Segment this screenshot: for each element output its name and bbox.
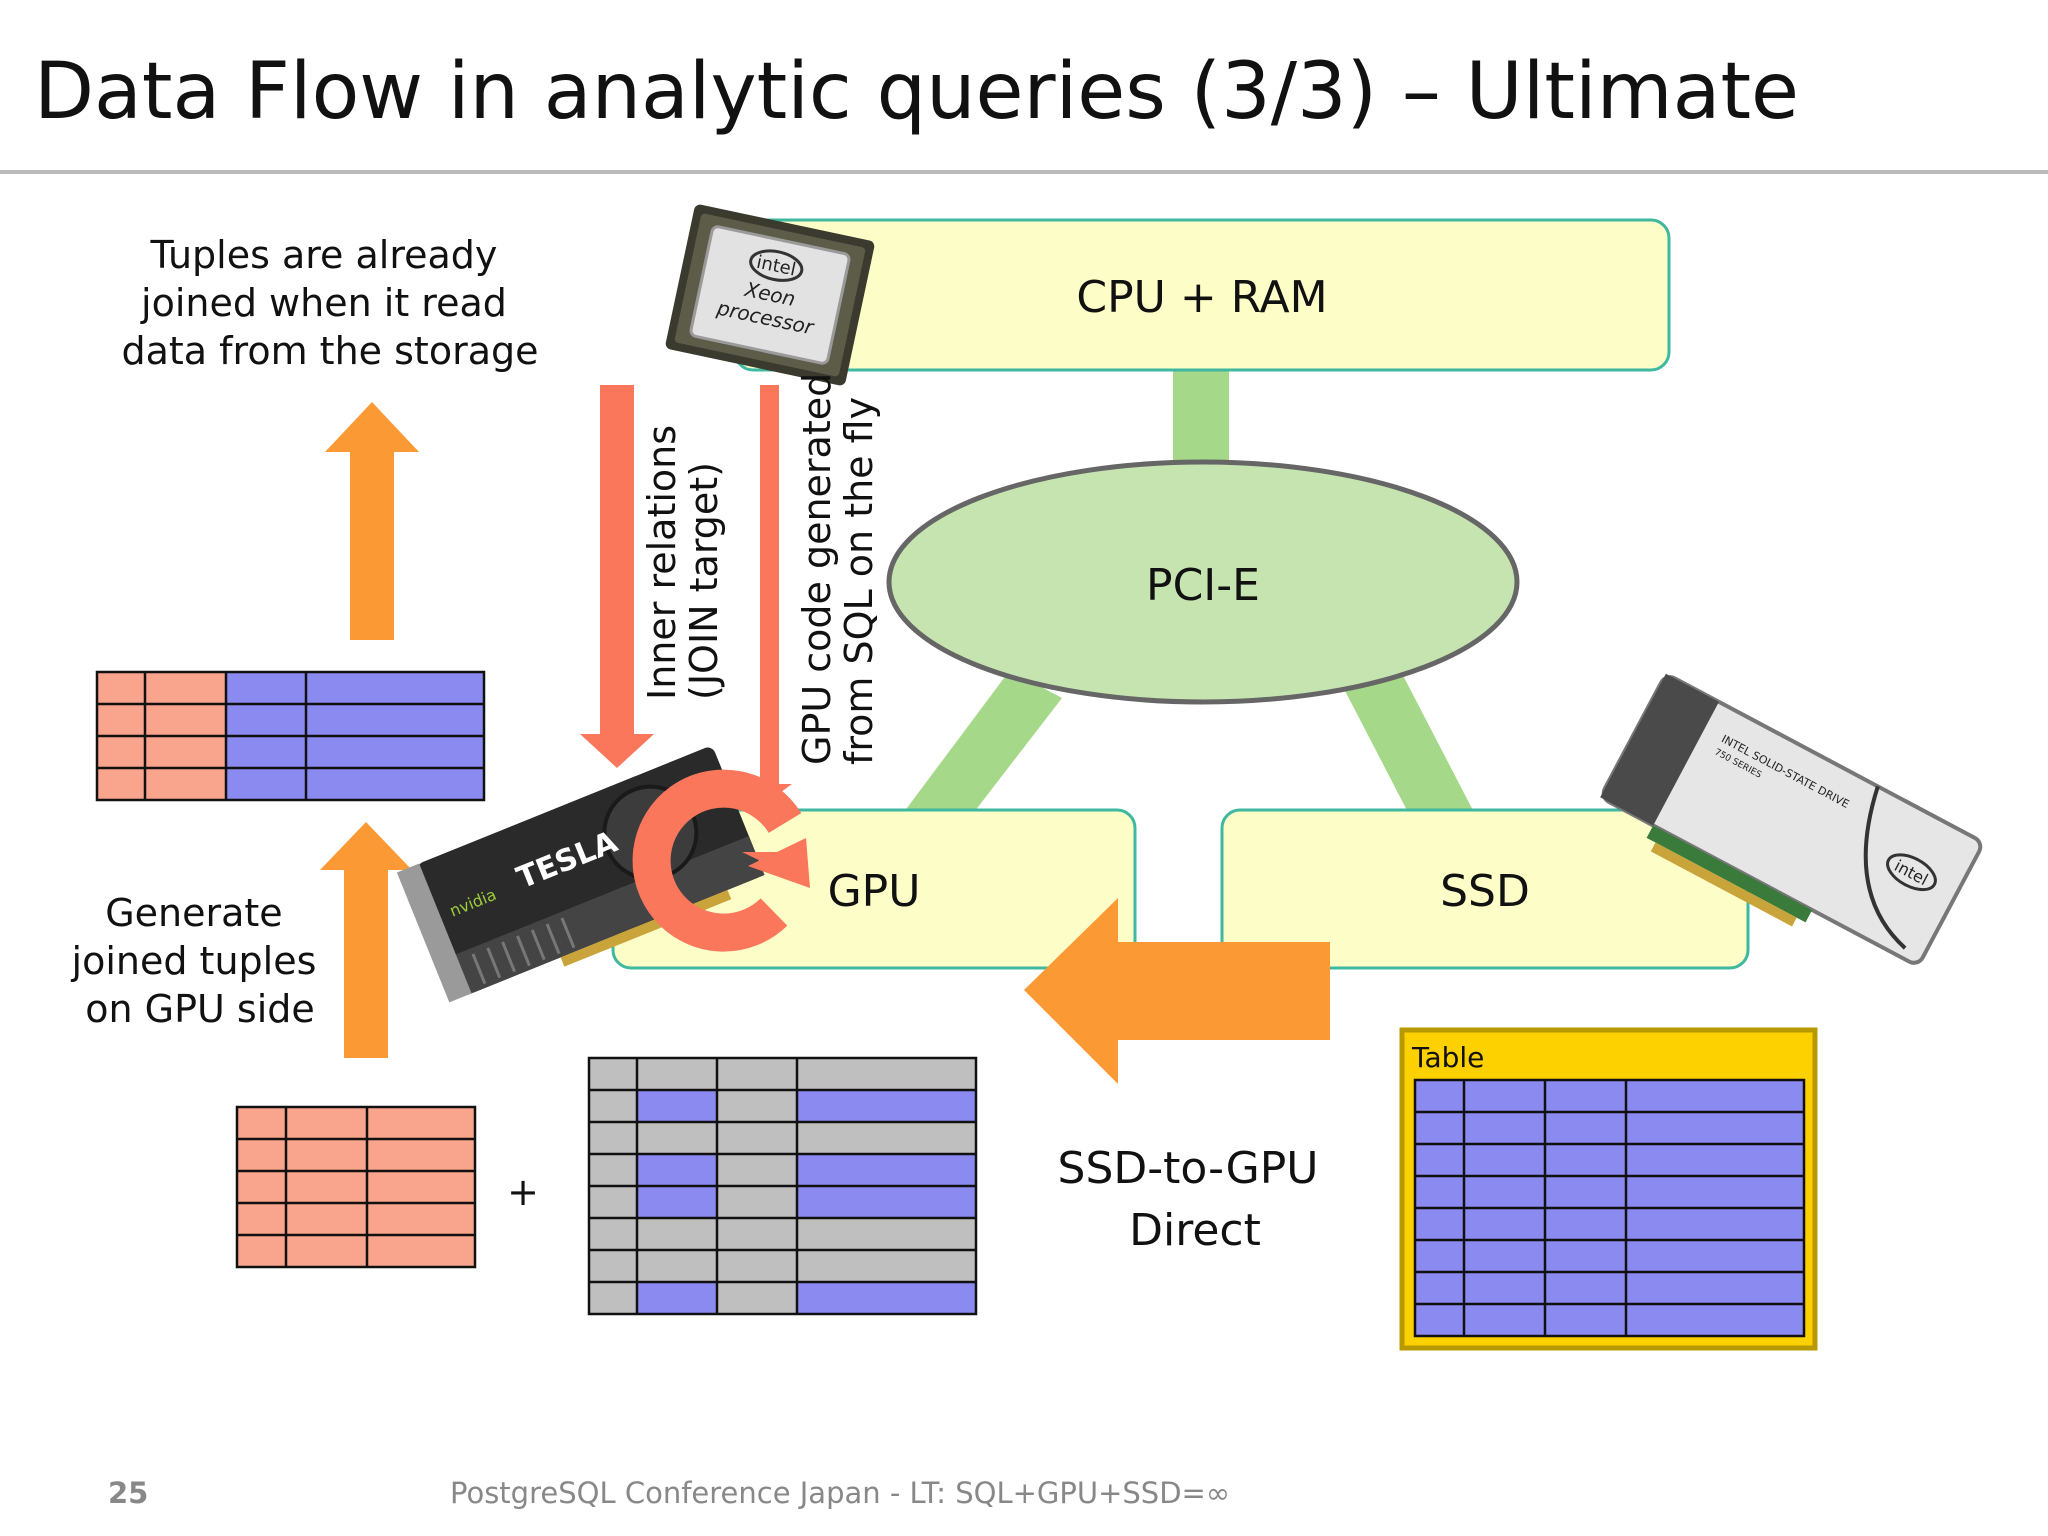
generate-tuples-note: Generate joined tuples on GPU side xyxy=(71,891,329,1031)
plus-sign: + xyxy=(507,1170,539,1214)
ssd-label: SSD xyxy=(1440,866,1530,917)
inner-relations-label: Inner relations (JOIN target) xyxy=(640,413,726,700)
xeon-processor-image: intel Xeon processor xyxy=(665,204,875,386)
inner-relations-arrow xyxy=(580,385,654,768)
gpu-cycle-icon xyxy=(632,769,810,952)
gpu-code-label: GPU code generated from SQL on the fly xyxy=(795,361,881,765)
ssd-table: Table xyxy=(1399,1027,1818,1351)
page-number: 25 xyxy=(108,1476,148,1510)
ssd-table-label: Table xyxy=(1411,1041,1484,1074)
cpu-ram-label: CPU + RAM xyxy=(1076,272,1327,323)
gpu-label: GPU xyxy=(828,866,921,917)
pcie-ssd-connector xyxy=(1342,660,1478,820)
up-arrow-generate xyxy=(320,822,412,1058)
joined-tuples-note: Tuples are already joined when it read d… xyxy=(122,233,539,373)
ssd-to-gpu-label: SSD-to-GPU Direct xyxy=(1058,1143,1333,1256)
cpu-pcie-connector xyxy=(1173,370,1229,470)
up-arrow-results xyxy=(325,402,419,640)
inner-relation-table xyxy=(235,1105,477,1269)
outer-relation-table xyxy=(587,1056,978,1316)
pcie-gpu-connector xyxy=(898,670,1062,820)
slide-title: Data Flow in analytic queries (3/3) – Ul… xyxy=(34,47,1799,137)
pcie-ellipse xyxy=(886,459,1520,705)
gpu-code-arrow xyxy=(748,385,792,800)
ssd-to-gpu-arrow xyxy=(1024,898,1330,1084)
ssd-card-image: intel INTEL SOLID-STATE DRIVE 750 SERIES xyxy=(1600,673,1983,965)
slide-footer: PostgreSQL Conference Japan - LT: SQL+GP… xyxy=(450,1476,1230,1510)
joined-result-table xyxy=(95,670,486,802)
pcie-label: PCI-E xyxy=(1146,560,1260,611)
